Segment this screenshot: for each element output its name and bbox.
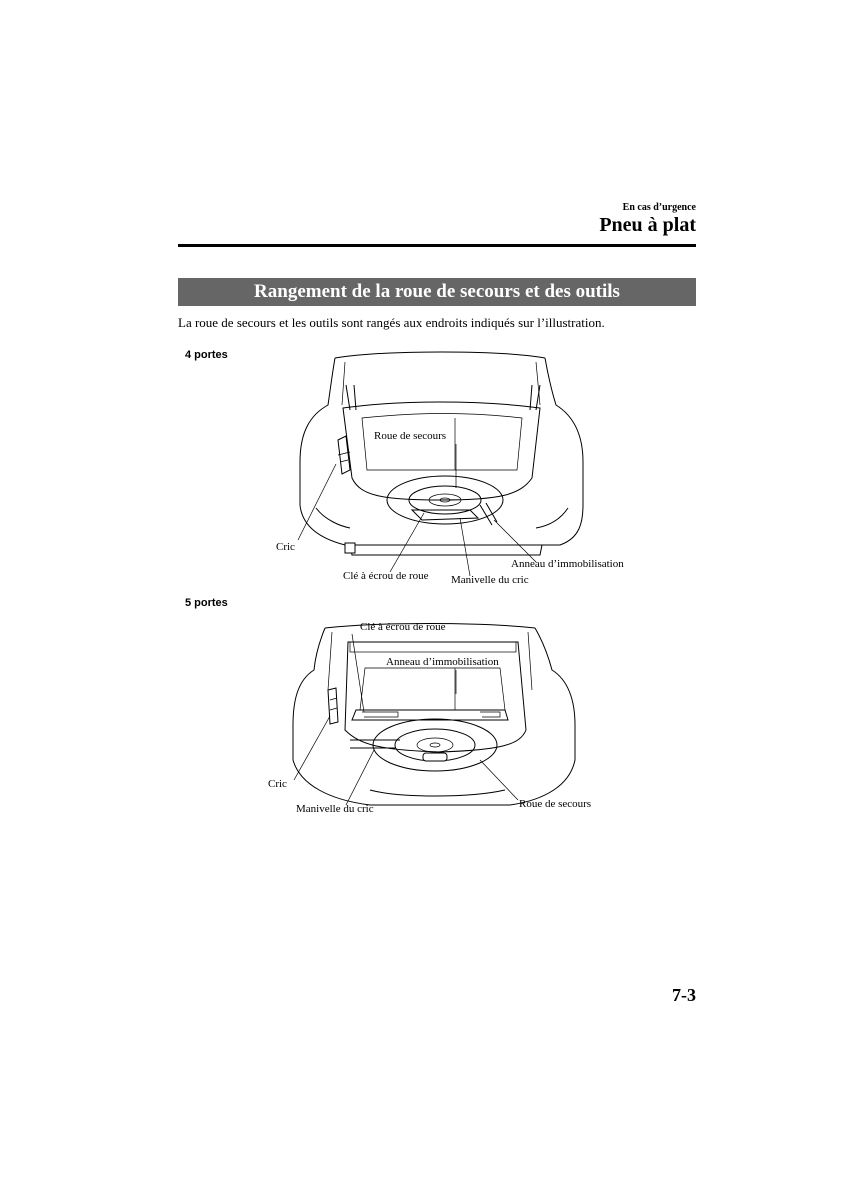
callout-5d-jack: Cric [268,778,287,790]
callout-5d-towing-eye: Anneau d’immobilisation [386,656,499,668]
callout-4d-towing-eye: Anneau d’immobilisation [511,558,624,570]
figure-5-doors-label: 5 portes [185,597,228,609]
intro-paragraph: La roue de secours et les outils sont ra… [178,315,605,330]
callout-4d-lug-wrench: Clé à écrou de roue [343,570,429,582]
callout-5d-jack-handle: Manivelle du cric [296,803,374,815]
callout-4d-jack-handle: Manivelle du cric [451,574,529,586]
callout-5d-lug-wrench: Clé à écrou de roue [360,621,446,633]
figure-4-doors-label: 4 portes [185,349,228,361]
callout-4d-jack: Cric [276,541,295,553]
section-name: En cas d’urgence [622,202,696,213]
page-number: 7-3 [672,985,696,1005]
page-title: Pneu à plat [599,214,696,236]
title-rule [178,244,696,247]
callout-4d-spare-wheel: Roue de secours [374,430,447,442]
callout-5d-spare-wheel: Roue de secours [519,798,592,810]
section-banner: Rangement de la roue de secours et des o… [178,278,696,306]
